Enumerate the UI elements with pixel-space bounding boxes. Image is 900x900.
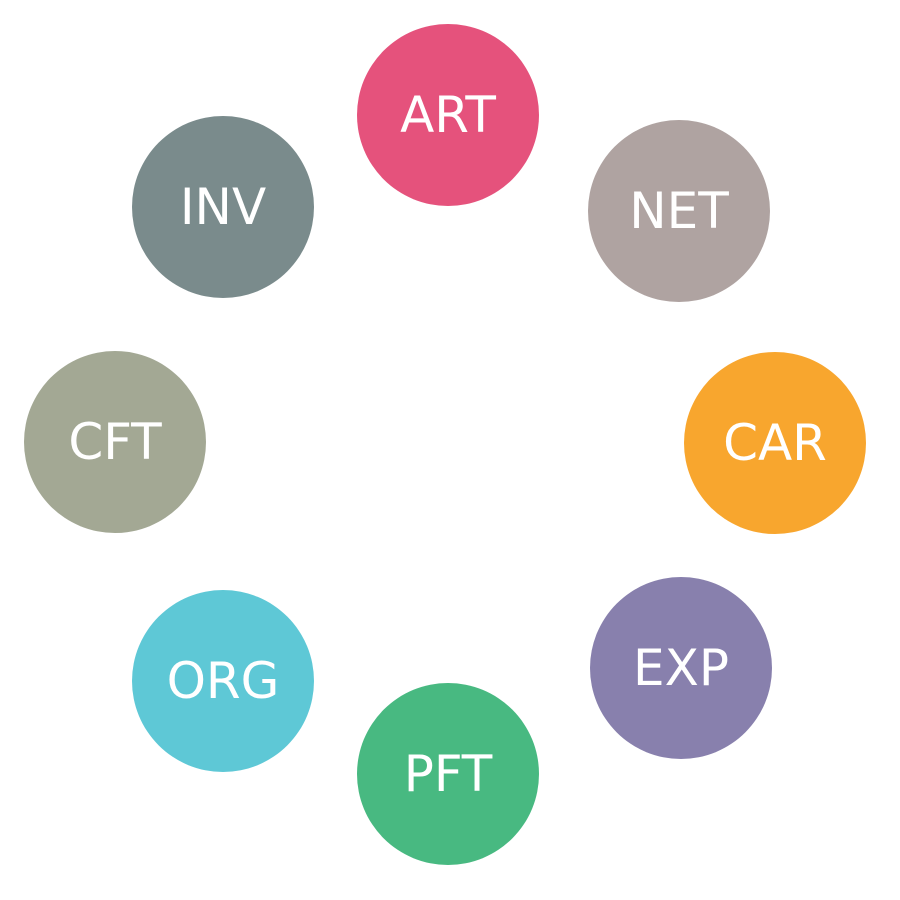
node-art: ART bbox=[357, 24, 539, 206]
node-label-org: ORG bbox=[166, 652, 280, 710]
node-label-car: CAR bbox=[723, 414, 827, 472]
node-label-pft: PFT bbox=[403, 745, 493, 803]
node-label-art: ART bbox=[400, 86, 496, 144]
node-label-cft: CFT bbox=[68, 413, 162, 471]
node-car: CAR bbox=[684, 352, 866, 534]
node-net: NET bbox=[588, 120, 770, 302]
node-exp: EXP bbox=[590, 577, 772, 759]
node-label-inv: INV bbox=[179, 178, 267, 236]
node-org: ORG bbox=[132, 590, 314, 772]
node-pft: PFT bbox=[357, 683, 539, 865]
node-label-net: NET bbox=[629, 182, 729, 240]
node-cft: CFT bbox=[24, 351, 206, 533]
node-inv: INV bbox=[132, 116, 314, 298]
node-label-exp: EXP bbox=[633, 639, 729, 697]
